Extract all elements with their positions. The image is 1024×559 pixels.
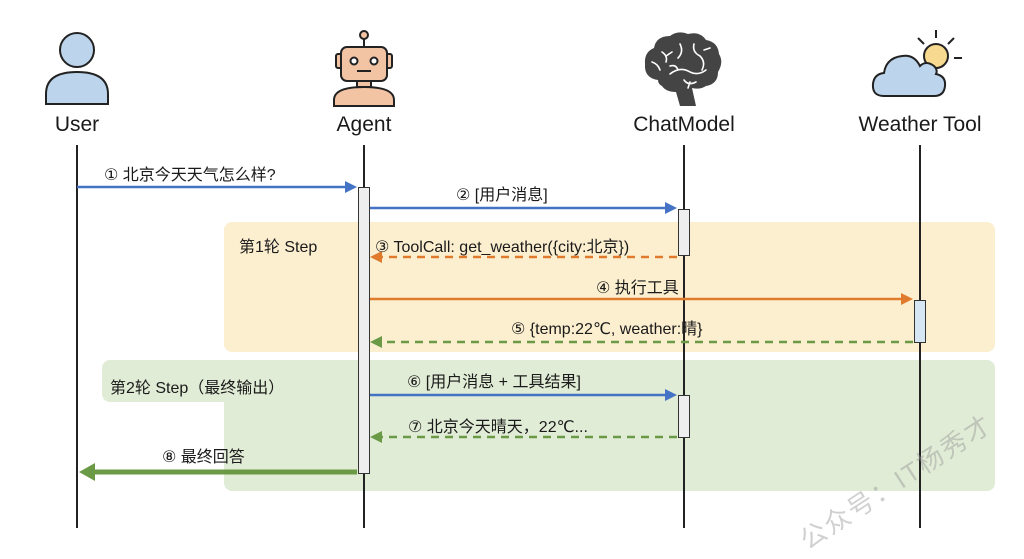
robot-icon xyxy=(333,30,395,107)
message-label-3: ③ ToolCall: get_weather({city:北京}) xyxy=(375,239,630,256)
message-label-6: ⑥ [用户消息 + 工具结果] xyxy=(407,374,581,391)
user-lifeline xyxy=(76,145,78,528)
step1-label: 第1轮 Step xyxy=(239,239,318,256)
actor-label-user: User xyxy=(54,113,100,136)
step2-label: 第2轮 Step（最终输出） xyxy=(110,380,285,397)
step1-region xyxy=(224,222,995,352)
chatmodel-activation-2 xyxy=(678,395,690,438)
message-arrowhead-3 xyxy=(370,251,382,263)
message-arrowhead-6 xyxy=(665,389,677,401)
message-label-2: ② [用户消息] xyxy=(456,187,548,204)
message-label-5: ⑤ {temp:22℃, weather:晴} xyxy=(511,321,703,338)
actor-label-chatmodel: ChatModel xyxy=(633,113,735,136)
message-label-7: ⑦ 北京今天晴天，22℃... xyxy=(408,419,588,436)
message-label-1: ① 北京今天天气怎么样? xyxy=(104,167,276,184)
cloud-sun-icon xyxy=(871,30,962,97)
message-arrowhead-8 xyxy=(79,463,95,481)
actor-label-weather: Weather Tool xyxy=(858,113,982,136)
message-arrowhead-2 xyxy=(665,202,677,214)
message-label-4: ④ 执行工具 xyxy=(596,280,679,297)
message-arrowhead-5 xyxy=(370,336,382,348)
user-icon xyxy=(45,32,109,105)
message-arrowhead-7 xyxy=(370,431,382,443)
step2-region xyxy=(224,360,995,491)
chatmodel-activation-1 xyxy=(678,209,690,256)
agent-activation xyxy=(358,187,370,474)
message-arrowhead-4 xyxy=(901,293,913,305)
brain-icon xyxy=(644,32,722,106)
message-label-8: ⑧ 最终回答 xyxy=(162,449,245,466)
weather-activation xyxy=(914,300,926,343)
actor-label-agent: Agent xyxy=(336,113,392,136)
step2-label-bg xyxy=(102,360,342,402)
message-arrowhead-1 xyxy=(345,181,357,193)
chatmodel-lifeline xyxy=(683,145,685,528)
